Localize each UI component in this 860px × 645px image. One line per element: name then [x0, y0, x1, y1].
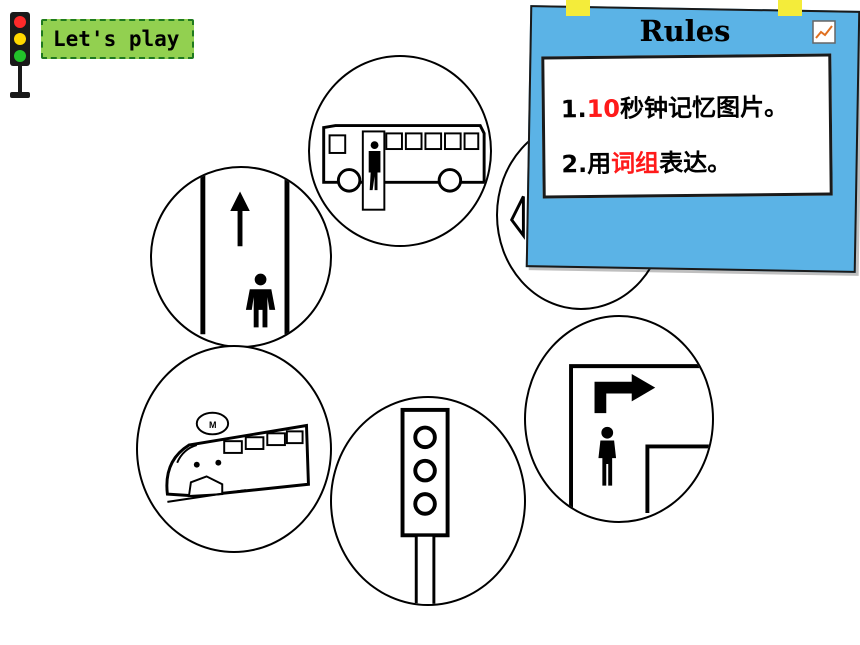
turn-right-icon: [569, 364, 712, 513]
rule-1-text: 秒钟记忆图片。: [619, 92, 789, 123]
tape-right: [778, 0, 802, 16]
rule-1-highlight: 10: [586, 94, 621, 124]
go-straight-card[interactable]: [150, 166, 332, 348]
chart-icon: [812, 20, 836, 44]
go-straight-icon: [200, 172, 290, 335]
traffic-light-card[interactable]: [330, 396, 526, 606]
lets-play-badge[interactable]: Let's play: [41, 19, 194, 59]
subway-train-card[interactable]: M: [136, 345, 332, 553]
rules-title: Rules: [639, 14, 731, 48]
traffic-light-icon: [400, 407, 450, 604]
traffic-light-icon: [7, 12, 33, 100]
rule-2: 2.用词组表达。: [561, 143, 731, 180]
rule-1: 1.10秒钟记忆图片。: [561, 87, 789, 124]
turn-right-card[interactable]: [524, 315, 714, 523]
rule-2-prefix: 2.用: [561, 149, 612, 179]
lets-play-label: Let's play: [53, 27, 180, 51]
rules-board: Rules 1.10秒钟记忆图片。 2.用词组表达。: [522, 0, 860, 275]
subway-train-icon: [165, 411, 310, 503]
road-sign-icon: [509, 195, 525, 240]
rules-card: 1.10秒钟记忆图片。 2.用词组表达。: [541, 53, 833, 199]
metro-badge-label: M: [209, 420, 217, 430]
bus-card[interactable]: [308, 55, 492, 247]
bus-icon: [322, 124, 486, 211]
rule-2-highlight: 词组: [611, 149, 660, 178]
tape-left: [566, 0, 590, 16]
rule-2-text: 表达。: [659, 148, 732, 178]
rule-1-prefix: 1.: [560, 95, 587, 124]
